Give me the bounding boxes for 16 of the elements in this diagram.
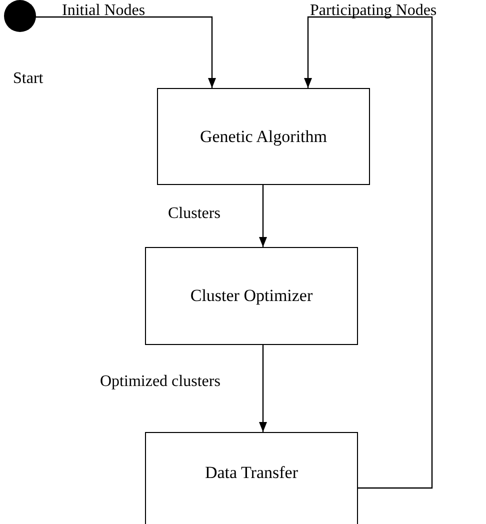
process-box [145,432,358,524]
node-caption: Start [13,70,44,88]
start-circle [4,0,36,32]
process-box [157,88,370,185]
edge-label: Optimized clusters [100,373,220,391]
box-label: Genetic Algorithm [200,126,327,146]
edge-label: Clusters [168,205,220,223]
edge-label: Participating Nodes [310,2,437,20]
arrow [304,16,433,489]
box-label: Data Transfer [204,463,298,483]
arrow [259,345,267,432]
edge-label: Initial Nodes [62,2,146,20]
process-box [145,247,358,345]
arrow [34,16,216,88]
box-label: Cluster Optimizer [190,286,313,306]
arrow [259,185,267,247]
